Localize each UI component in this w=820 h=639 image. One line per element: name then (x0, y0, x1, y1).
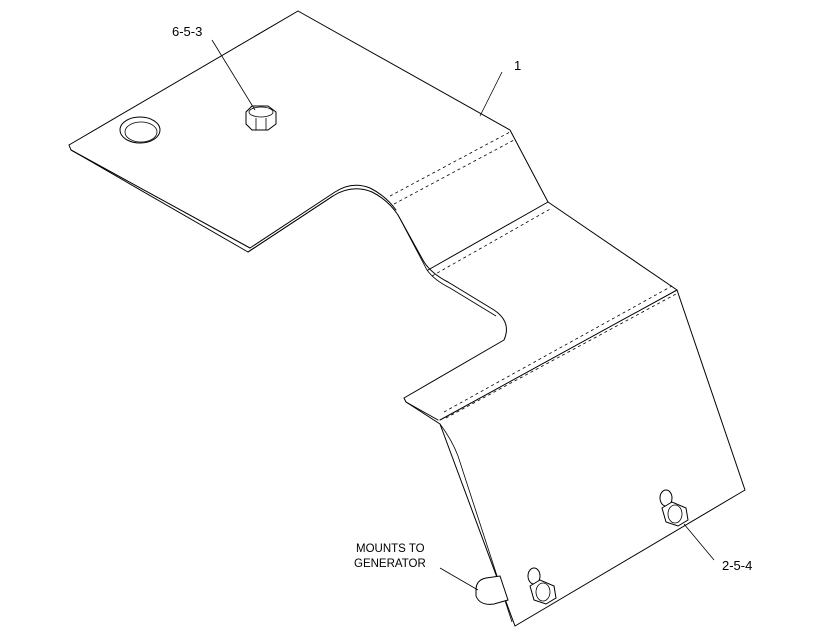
leader-lines (211, 39, 715, 591)
callout-2-5-4: 2-5-4 (722, 558, 752, 573)
generator-mount-stud (475, 575, 509, 605)
bend-lines (389, 131, 678, 421)
bracket-outline (68, 10, 746, 627)
callout-6-5-3: 6-5-3 (172, 24, 202, 39)
callout-1: 1 (514, 58, 521, 73)
bolt-6-5-3 (245, 105, 277, 131)
mounting-hole (119, 116, 161, 144)
note-mounts-to: MOUNTS TO (356, 543, 425, 555)
note-generator: GENERATOR (354, 558, 426, 570)
bolt-2-5-4-lower (527, 567, 557, 605)
bolt-2-5-4-upper (659, 489, 689, 527)
